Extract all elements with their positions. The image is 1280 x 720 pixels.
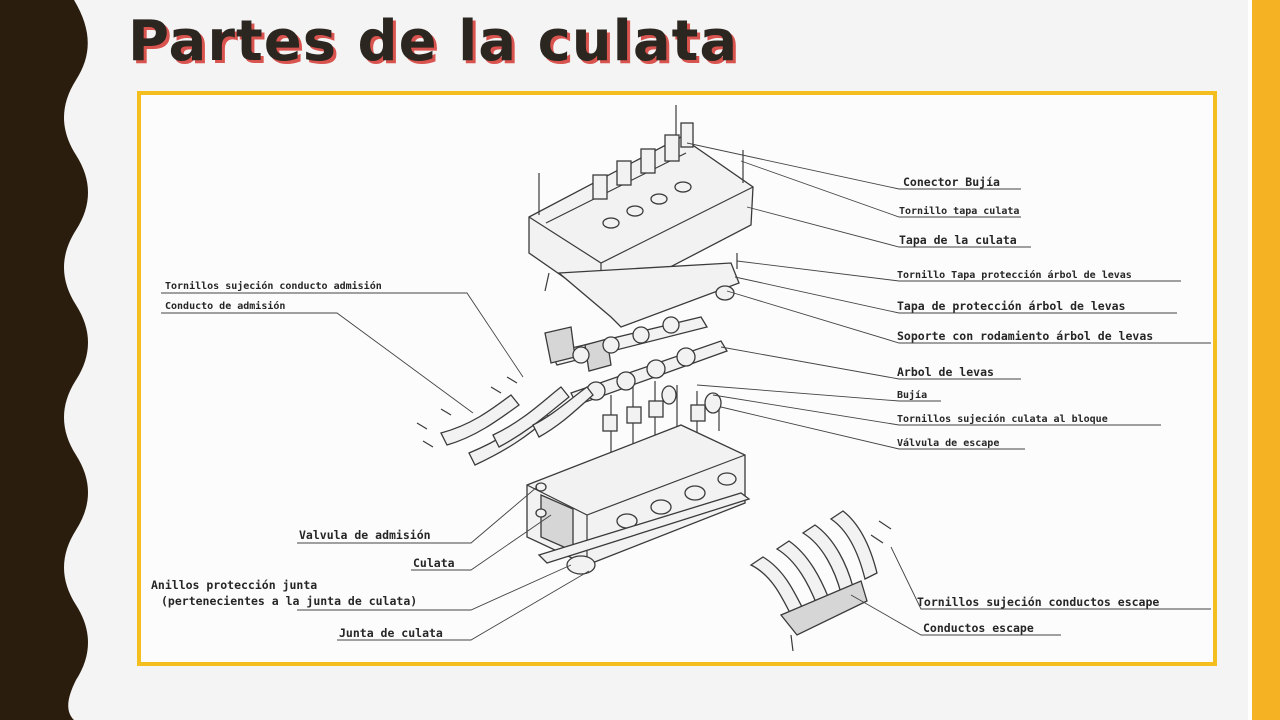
label-soporte-rodamiento: Soporte con rodamiento árbol de levas xyxy=(897,329,1153,343)
wavy-side-band xyxy=(0,0,88,720)
label-culata: Culata xyxy=(413,556,455,570)
label-valvula-admision: Valvula de admisión xyxy=(299,528,431,542)
label-anillos-2: (pertenecientes a la junta de culata) xyxy=(161,594,417,608)
drawing-cam-cover xyxy=(544,253,740,328)
label-arbol-levas: Arbol de levas xyxy=(897,365,994,379)
drawing-cylinder-head xyxy=(526,424,746,566)
drawing-intake-manifold xyxy=(416,376,594,466)
label-bujia: Bujía xyxy=(897,389,927,401)
label-tornillos-escape: Tornillos sujeción conductos escape xyxy=(917,595,1159,609)
label-tornillo-tapa-culata: Tornillo tapa culata xyxy=(899,205,1019,217)
drawing-exhaust-manifold xyxy=(749,510,892,652)
accent-stripe xyxy=(1252,0,1280,720)
label-tornillo-tapa-proteccion: Tornillo Tapa protección árbol de levas xyxy=(897,269,1132,281)
label-junta-culata: Junta de culata xyxy=(339,626,443,640)
leader-lines xyxy=(161,142,1211,641)
drawing-camshafts xyxy=(544,316,728,406)
cylinder-head-exploded-diagram: Conector Bujía Tornillo tapa culata Tapa… xyxy=(151,105,1211,652)
label-anillos-1: Anillos protección junta xyxy=(151,578,317,592)
right-stripe-gap xyxy=(1248,0,1252,720)
label-tapa-culata: Tapa de la culata xyxy=(899,233,1017,247)
label-conducto-admision: Conducto de admisión xyxy=(165,300,285,312)
label-valvula-escape: Válvula de escape xyxy=(897,437,999,449)
drawing-head-gasket xyxy=(537,492,751,575)
diagram-frame: Conector Bujía Tornillo tapa culata Tapa… xyxy=(137,91,1217,666)
drawing-valve-cover xyxy=(528,105,754,304)
slide-title: Partes de la culata xyxy=(128,9,739,74)
label-tapa-proteccion: Tapa de protección árbol de levas xyxy=(897,299,1125,313)
label-conductos-escape: Conductos escape xyxy=(923,621,1034,635)
label-conector-bujia: Conector Bujía xyxy=(903,175,1000,189)
label-tornillos-sujecion-culata: Tornillos sujeción culata al bloque xyxy=(897,413,1108,425)
label-tornillos-conducto-admision: Tornillos sujeción conducto admisión xyxy=(165,280,382,292)
drawing-valves-bolts xyxy=(602,381,722,455)
diagram-labels: Conector Bujía Tornillo tapa culata Tapa… xyxy=(151,175,1159,640)
